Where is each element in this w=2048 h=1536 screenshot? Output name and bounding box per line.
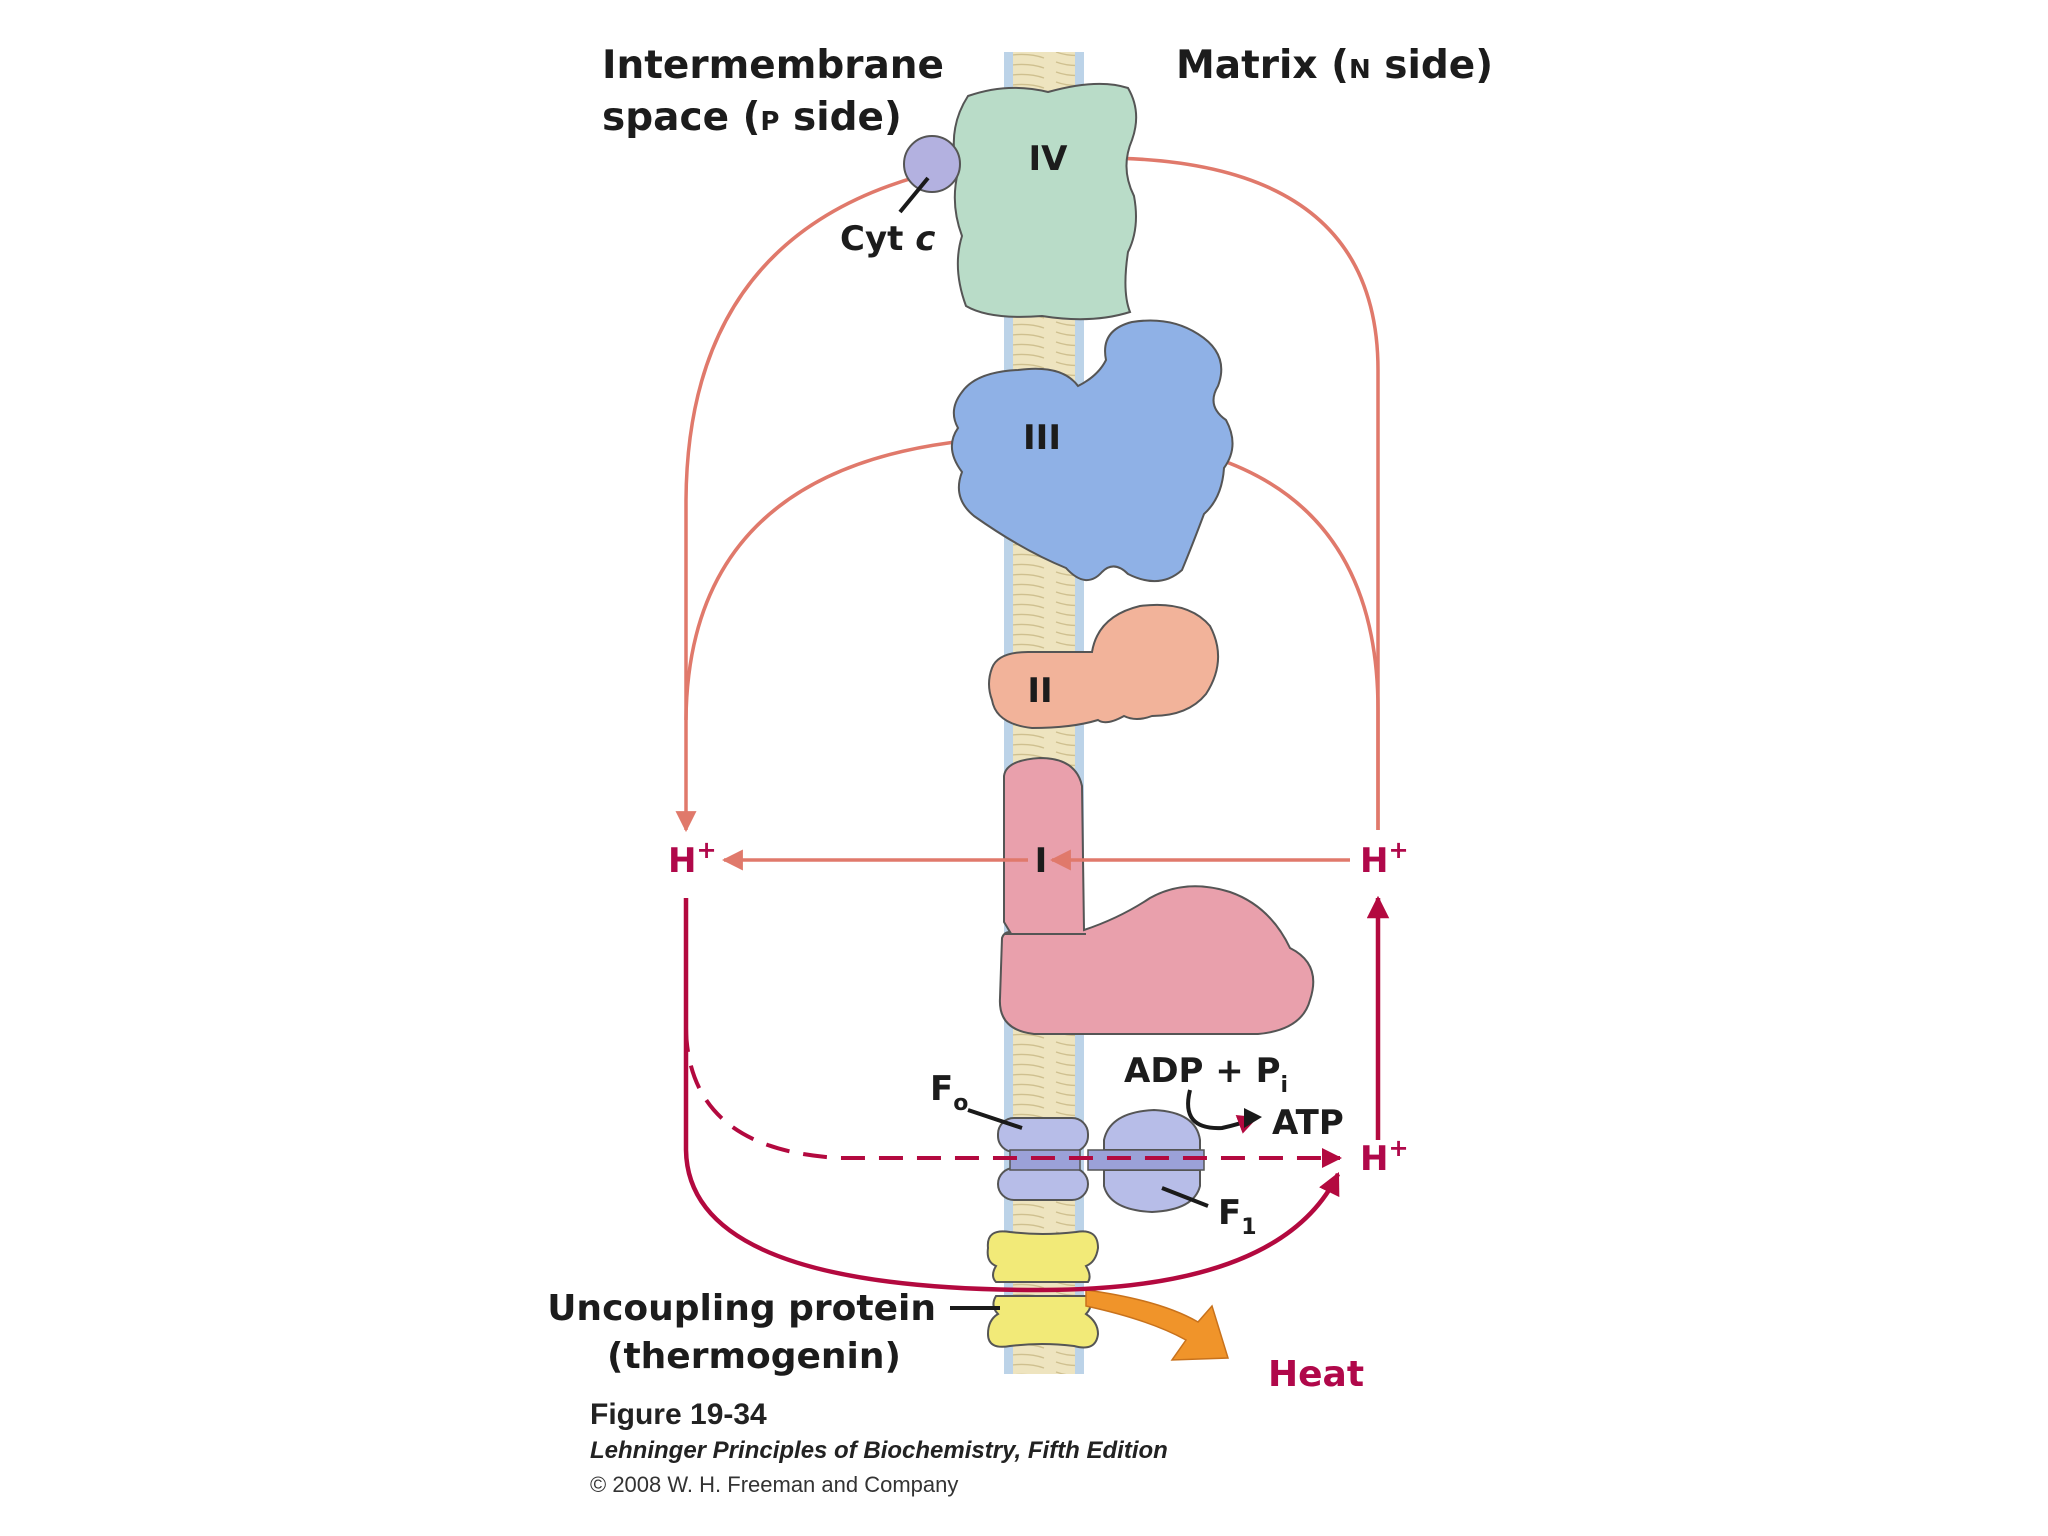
complex-iv-label: IV [1029,139,1069,179]
cyt-c-leader [898,176,930,214]
uncoupling-proton-leak [683,898,1341,1293]
matrix-label: Matrix (N side) [1176,43,1493,88]
intermembrane-label-line1: Intermembrane [602,43,944,88]
uncoupling-label-line1: Uncoupling protein [547,1288,936,1329]
heat-label: Heat [1268,1354,1364,1395]
complex-iii-shape [951,319,1234,582]
complex-iv-shape [952,82,1138,321]
fo-leader [967,1108,1023,1130]
h-plus-matrix-bottom: H+ [1360,1134,1409,1179]
book-title: Lehninger Principles of Biochemistry, Fi… [590,1437,1168,1464]
complex-iii-proton-out [684,435,1021,721]
uncoupling-label-line2: (thermogenin) [607,1336,901,1377]
atp-synthase [997,1108,1205,1214]
copyright: © 2008 W. H. Freeman and Company [590,1472,958,1497]
figure-number: Figure 19-34 [590,1398,767,1431]
complex-ii-label: II [1027,671,1052,711]
heat-arrow [1085,1289,1230,1361]
cyt-c-shape [903,135,961,193]
h-plus-intermembrane: H+ [668,836,717,881]
h-plus-matrix-top: H+ [1360,836,1409,881]
fo-label: Fo [930,1069,968,1116]
intermembrane-label-line2: space (P side) [602,95,902,140]
atp-label: ATP [1272,1103,1344,1143]
complex-i-shape [998,756,1315,1035]
f1-leader [1161,1186,1209,1208]
uncoupling-protein [986,1230,1100,1349]
atp-synthase-proton-path [684,1027,1342,1168]
complex-iv-proton-path [1087,147,1380,830]
complex-iii-label: III [1023,418,1061,458]
adp-pi-label: ADP + Pi [1124,1051,1288,1098]
f1-label: F1 [1218,1193,1257,1240]
complex-ii-shape [988,603,1220,730]
cyt-c-label: Cyt c [840,219,935,259]
complex-i-label: I [1035,841,1048,881]
